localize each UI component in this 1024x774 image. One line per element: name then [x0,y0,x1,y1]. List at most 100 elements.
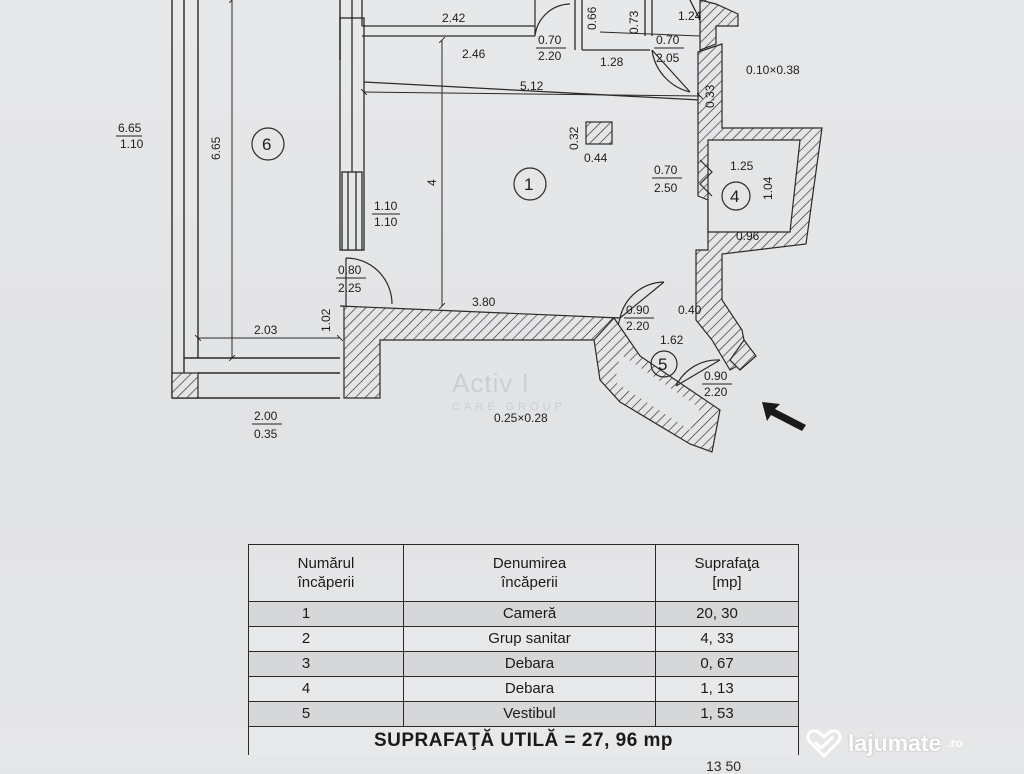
watermark-text: Activ I [452,368,530,398]
balcony-corner-post [171,372,199,399]
cell-room-number: 5 [248,701,404,727]
window-height: 1.10 [374,215,398,229]
vent-size-top: 0.10×0.38 [746,63,800,77]
door-top-width: 0.70 [538,33,562,47]
dim-128: 1.28 [600,55,624,69]
table-row: 3 Debara 0, 67 [248,651,799,677]
balcony-outline [171,0,341,399]
room-6-label: 6 [262,135,271,154]
cell-room-area: 0, 67 [655,651,799,677]
closet-4-interior [707,139,801,233]
door-vest-width: 0.90 [626,303,650,317]
logo-suffix: .ro [947,736,963,750]
door-balcony-height: 2.25 [338,281,362,295]
dim-665-frac-bot: 1.10 [120,137,144,151]
dim-242: 2.42 [442,11,466,25]
door-wc-height: 2.05 [656,51,680,65]
rooms-table: Numărul încăperii Denumirea încăperii Su… [248,544,799,755]
cell-room-area: 4, 33 [655,626,799,652]
room-6-circle [251,127,285,161]
dim-066: 0.66 [585,6,599,30]
dimension-lines [198,0,700,358]
cell-room-area: 1, 13 [655,676,799,702]
cell-room-area: 1, 53 [655,701,799,727]
room-4-circle [721,181,751,211]
cell-room-name: Vestibul [403,701,656,727]
cell-room-name: Debara [403,676,656,702]
table-row: 2 Grup sanitar 4, 33 [248,626,799,652]
cell-room-number: 1 [248,601,404,627]
dim-200-bot: 0.35 [254,427,278,441]
room-4-label: 4 [730,187,739,206]
room-5-label: 5 [658,355,667,374]
cell-room-area: 20, 30 [655,601,799,627]
floor-plan: 6 1 4 5 2.42 2.46 5.12 1.28 1.24 0.66 0.… [116,0,823,453]
dim-665-vertical: 6.65 [209,136,223,160]
dim-073: 0.73 [627,10,641,34]
wall-ne-corner [699,0,739,51]
door-vest-height: 2.20 [626,319,650,333]
watermark-subtext: CARE GROUP [452,401,566,413]
vent-size-bottom: 0.25×0.28 [494,411,548,425]
dim-044: 0.44 [584,151,608,165]
vent-shaft [585,121,613,145]
entrance-arrow-icon [762,402,806,431]
door-top-height: 2.20 [538,49,562,63]
room-1-label: 1 [524,175,533,194]
cell-room-number: 2 [248,626,404,652]
lajumate-logo: lajumate .ro [806,718,1024,768]
header-room-name-line2: încăperii [501,574,558,591]
header-room-name: Denumirea încăperii [403,544,656,602]
header-room-area-line1: Suprafaţa [694,555,760,572]
dim-125: 1.25 [730,159,754,173]
room-1-circle [513,167,547,201]
cell-room-name: Grup sanitar [403,626,656,652]
cell-room-name: Debara [403,651,656,677]
dim-380: 3.80 [472,295,496,309]
table-row: 1 Cameră 20, 30 [248,601,799,627]
dim-033: 0.33 [703,84,717,108]
cell-room-name: Cameră [403,601,656,627]
header-room-area: Suprafaţa [mp] [655,544,799,602]
door-swings [345,0,721,387]
door-balcony-width: 0.80 [338,263,362,277]
dim-102: 1.02 [319,308,333,332]
dim-203: 2.03 [254,323,278,337]
logo-wordmark: lajumate [848,729,942,756]
dim-512: 5.12 [520,79,544,93]
window-wall [339,17,365,251]
header-room-area-line2: [mp] [712,574,742,591]
door-wc-width: 0.70 [656,33,680,47]
cutoff-value: 13 50 [706,758,742,774]
dim-162: 1.62 [660,333,684,347]
room-markers [251,127,751,378]
dim-246: 2.46 [462,47,486,61]
door-entry-height: 2.20 [704,385,728,399]
dim-200-top: 2.00 [254,409,278,423]
dimension-texts: 2.42 2.46 5.12 1.28 1.24 0.66 0.73 0.70 … [116,6,800,441]
dim-4: 4 [425,179,439,186]
door-closet-height: 2.50 [654,181,678,195]
header-room-number-line1: Numărul [297,555,355,572]
header-room-number-line2: încăperii [297,574,355,591]
dim-096: 0.96 [736,229,760,243]
cell-room-number: 3 [248,651,404,677]
dim-104: 1.04 [761,176,775,200]
table-row: 4 Debara 1, 13 [248,676,799,702]
door-closet-width: 0.70 [654,163,678,177]
dim-665-frac-top: 6.65 [118,121,142,135]
room-5-circle [650,350,678,378]
dim-124: 1.24 [678,9,702,23]
table-total-row: SUPRAFAŢĂ UTILĂ = 27, 96 mp [248,726,799,755]
dim-040: 0.40 [678,303,702,317]
heart-logo-icon [806,728,842,758]
header-room-number: Numărul încăperii [248,544,404,602]
header-room-name-line1: Denumirea [492,555,567,572]
table-row: 5 Vestibul 1, 53 [248,701,799,727]
door-entry-width: 0.90 [704,369,728,383]
total-usable-area: SUPRAFAŢĂ UTILĂ = 27, 96 mp [248,726,799,755]
wall-south [339,305,621,399]
cell-room-number: 4 [248,676,404,702]
dim-032: 0.32 [567,126,581,150]
